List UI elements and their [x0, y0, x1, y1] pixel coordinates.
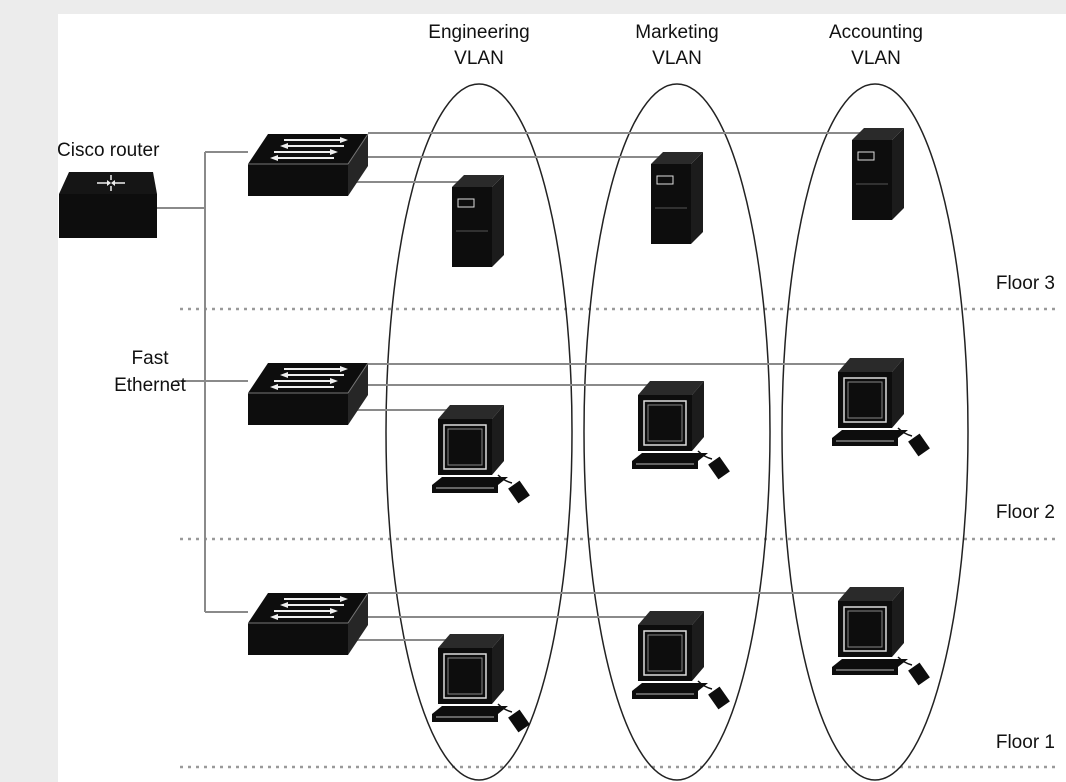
vlan-title-marketing-line2: VLAN — [652, 48, 702, 69]
server-icon — [451, 174, 505, 268]
vlan-ellipse-engineering — [385, 83, 573, 781]
switch-floor-3 — [247, 133, 369, 197]
vlan-title-marketing-line1: Marketing — [635, 22, 718, 43]
vlan-title-engineering-line2: VLAN — [454, 48, 504, 69]
router-icon — [58, 171, 158, 239]
router-label: Cisco router — [57, 140, 160, 161]
vlan-title-accounting-line1: Accounting — [829, 22, 923, 43]
switch-icon — [247, 133, 369, 197]
backbone-label-line1: Fast — [132, 348, 170, 369]
backbone-links — [157, 151, 248, 613]
switch-icon — [247, 592, 369, 656]
server-icon — [851, 127, 905, 221]
vlan-title-accounting-line2: VLAN — [851, 48, 901, 69]
host-links — [350, 132, 866, 641]
vlan-ellipses — [385, 83, 969, 781]
floor-dividers — [180, 307, 1060, 769]
floor-label-1: Floor 1 — [996, 732, 1055, 753]
switch-floor-2 — [247, 362, 369, 426]
server-icon — [650, 151, 704, 245]
switch-floor-1 — [247, 592, 369, 656]
floor-label-3: Floor 3 — [996, 273, 1055, 294]
switch-icon — [247, 362, 369, 426]
server-accounting — [851, 127, 905, 221]
server-engineering — [451, 174, 505, 268]
server-marketing — [650, 151, 704, 245]
backbone-label-line2: Ethernet — [114, 375, 187, 396]
vlan-title-engineering-line1: Engineering — [428, 22, 529, 43]
cisco-router — [58, 171, 158, 239]
floor-label-2: Floor 2 — [996, 502, 1055, 523]
vlan-ellipse-accounting — [781, 83, 969, 781]
vlan-ellipse-marketing — [583, 83, 771, 781]
